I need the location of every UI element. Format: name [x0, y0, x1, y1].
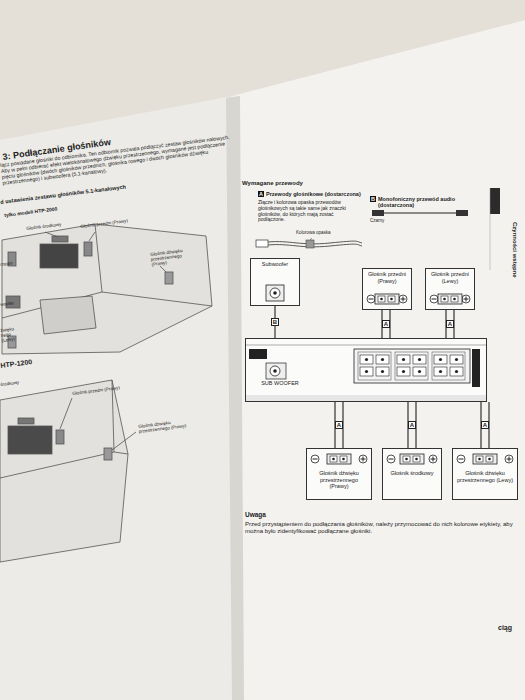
cable-name: Przewody głośnikowe (dostarczona) [266, 191, 361, 197]
part-label-box: Czarny [370, 218, 384, 223]
speaker-wire [335, 402, 343, 448]
node-text-wrap: Subwoofer [251, 261, 299, 268]
node-text-wrap: Głośnik przedni (Prawy) [363, 271, 411, 284]
speaker-wire [382, 310, 390, 338]
node-text-wrap: Głośnik przedni (Lewy) [426, 271, 474, 284]
section-subheading: Wymagane przewody [242, 180, 303, 187]
speaker-box: Głośnik przedni (Lewy) [425, 268, 475, 310]
subwoofer-box: Subwoofer [250, 258, 300, 306]
speaker-box: Głośnik dźwięku przestrzennego (Lewy) [452, 448, 518, 500]
node-label: SUB WOOFER [258, 380, 302, 387]
wire-label-box: A [481, 421, 489, 430]
node-label: Głośnik środkowy [385, 470, 439, 477]
gutter-shadow [226, 96, 244, 700]
wire-label-box: B [271, 318, 279, 327]
mono-audio-cable [372, 210, 468, 216]
part-label-box: źwięku nego (Lewy) [0, 325, 24, 343]
receiver-panel: SUB WOOFER [245, 338, 487, 402]
part-label: Czarny [370, 218, 384, 223]
node-detail [246, 339, 486, 401]
speaker-wire [446, 310, 454, 338]
cable-letter-box: A [258, 191, 264, 197]
note-text: Przed przystąpieniem do podłączania głoś… [245, 521, 517, 535]
wire-letter: A [382, 320, 390, 329]
room-illustration [0, 380, 136, 562]
cable-letter: B [370, 196, 376, 202]
cable-note-box: Złącze i kolorowa opaska przewodów głośn… [258, 200, 346, 223]
wire-letter: A [446, 320, 454, 329]
room-illustration [2, 224, 212, 354]
section-subheading-box: Wymagane przewody [242, 180, 303, 187]
wire-label-box: A [335, 421, 343, 430]
continued-mark-box: ciąg [498, 624, 512, 632]
continued-mark: ciąg [498, 624, 512, 632]
wire-label-box: A [446, 320, 454, 329]
cable-letter: A [258, 191, 264, 197]
node-text-wrap: SUB WOOFER [256, 380, 304, 387]
cable-name-box: Monofoniczny przewód audio (dostarczona) [378, 196, 470, 209]
note-text-box: Przed przystąpieniem do podłączania głoś… [245, 521, 517, 535]
note-heading: Uwaga [245, 511, 266, 518]
node-label: Głośnik przedni (Prawy) [365, 271, 409, 284]
tab-rule [490, 188, 491, 270]
part-label: Kolorowa opaska [296, 230, 331, 235]
node-text-wrap: Głośnik dźwięku przestrzennego (Lewy) [453, 470, 517, 483]
side-tab-label: Czynności wstępne [511, 222, 518, 278]
speaker-wire [408, 402, 416, 448]
right-page [232, 20, 525, 700]
wire-label-box: A [382, 320, 390, 329]
side-tab-label-box: Czynności wstępne [511, 222, 518, 278]
part-label: źwięku nego (Lewy) [0, 325, 24, 343]
speaker-box: Głośnik dźwięku przestrzennego (Prawy) [306, 448, 372, 500]
cable-name-box: Przewody głośnikowe (dostarczona) [266, 191, 361, 197]
section-tab [490, 188, 500, 214]
node-label: Głośnik przedni (Lewy) [428, 271, 472, 284]
note-heading-box: Uwaga [245, 511, 266, 518]
node-text-wrap: Głośnik środkowy [383, 470, 441, 477]
cable-letter-box: B [370, 196, 376, 202]
cable-name: Monofoniczny przewód audio (dostarczona) [378, 196, 470, 209]
node-label: Głośnik dźwięku przestrzennego (Prawy) [309, 470, 369, 490]
wire-letter: A [408, 421, 416, 430]
wire-letter: B [271, 318, 279, 327]
cable-note: Złącze i kolorowa opaska przewodów głośn… [258, 200, 346, 223]
speaker-box: Głośnik przedni (Prawy) [362, 268, 412, 310]
wire-letter: A [481, 421, 489, 430]
part-label-box: Kolorowa opaska [296, 230, 331, 235]
left-page [0, 96, 240, 700]
wire-letter: A [335, 421, 343, 430]
node-label: Głośnik dźwięku przestrzennego (Lewy) [455, 470, 515, 483]
node-label: Subwoofer [253, 261, 297, 268]
speaker-box: Głośnik środkowy [382, 448, 442, 500]
node-text-wrap: Głośnik dźwięku przestrzennego (Prawy) [307, 470, 371, 490]
speaker-wire [481, 402, 489, 448]
speaker-cable [256, 238, 362, 248]
wire-label-box: A [408, 421, 416, 430]
